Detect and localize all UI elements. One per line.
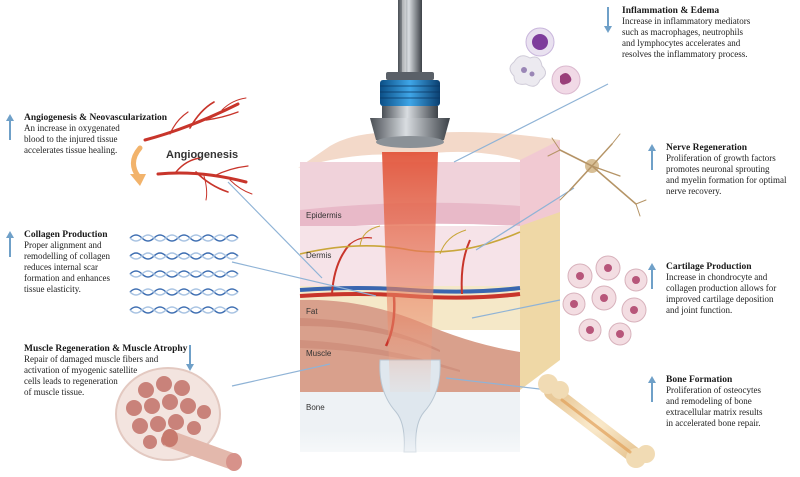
section-title-muscle: Muscle Regeneration & Muscle Atrophy (24, 344, 188, 354)
layer-label-muscle: Muscle (306, 349, 332, 358)
section-body-bone-line: and remodeling of bone (666, 396, 752, 406)
chondrocyte-illustration (562, 255, 648, 346)
section-body-angiogenesis-line: An increase in oxygenated (24, 123, 120, 133)
section-body-cartilage-line: Increase in chondrocyte and (666, 272, 768, 282)
section-body-collagen-line: remodelling of collagen (24, 251, 110, 261)
section-body-collagen-line: Proper alignment and (24, 240, 102, 250)
section-body-bone-line: extracellular matrix results (666, 407, 763, 417)
up-arrow-icon (6, 231, 14, 257)
laser-probe (370, 0, 450, 148)
layer-label-bone: Bone (306, 403, 325, 412)
section-body-nerve-line: and myelin formation for optimal (666, 175, 787, 185)
tissue-block: Epidermis Dermis Fat Muscle Bone (298, 132, 560, 477)
muscle-bundle-illustration (115, 367, 242, 471)
section-body-muscle-line: of muscle tissue. (24, 387, 84, 397)
down-arrow-icon (186, 345, 194, 371)
section-body-cartilage-line: collagen production allows for (666, 283, 776, 293)
section-body-angiogenesis-line: accelerates tissue healing. (24, 145, 117, 155)
section-body-inflammation-line: and lymphocytes accelerates and (622, 38, 741, 48)
section-body-cartilage-line: and joint function. (666, 305, 732, 315)
probe-blue-ring (380, 80, 440, 106)
section-body-muscle-line: cells leads to regeneration (24, 376, 118, 386)
section-body-cartilage-line: improved cartilage deposition (666, 294, 774, 304)
curved-arrow-icon (131, 145, 143, 179)
angiogenesis-illustration (143, 97, 253, 201)
layer-label-fat: Fat (306, 307, 318, 316)
curved-arrow-head (130, 174, 146, 186)
bone-illustration (538, 374, 655, 468)
section-body-muscle-line: activation of myogenic satellite (24, 365, 137, 375)
section-title-angiogenesis: Angiogenesis & Neovascularization (24, 113, 168, 123)
section-body-nerve-line: promotes neuronal sprouting (666, 164, 770, 174)
section-body-nerve-line: Proliferation of growth factors (666, 153, 776, 163)
angiogenesis-label: Angiogenesis (166, 149, 238, 161)
section-body-nerve-line: nerve recovery. (666, 186, 721, 196)
section-body-collagen-line: reduces internal scar (24, 262, 98, 272)
section-body-muscle-line: Repair of damaged muscle fibers and (24, 354, 159, 364)
pointer-lines (227, 83, 609, 391)
section-body-collagen-line: formation and enhances (24, 273, 110, 283)
section-title-nerve: Nerve Regeneration (666, 143, 748, 153)
section-body-angiogenesis-line: blood to the injured tissue (24, 134, 118, 144)
section-body-bone-line: Proliferation of osteocytes (666, 385, 761, 395)
section-title-collagen: Collagen Production (24, 230, 108, 240)
section-body-inflammation-line: Increase in inflammatory mediators (622, 16, 751, 26)
up-arrow-icon (6, 114, 14, 140)
section-title-cartilage: Cartilage Production (666, 262, 752, 272)
up-arrow-icon (648, 144, 656, 170)
section-body-bone-line: in accelerated bone repair. (666, 418, 760, 428)
down-arrow-icon (604, 7, 612, 33)
up-arrow-icon (648, 263, 656, 289)
neuron-illustration (547, 133, 647, 217)
collagen-illustration (129, 234, 239, 314)
section-body-inflammation-line: such as macrophages, neutrophils (622, 27, 743, 37)
up-arrow-icon (648, 376, 656, 402)
laser-beam (382, 152, 438, 392)
section-body-inflammation-line: resolves the inflammatory process. (622, 49, 747, 59)
section-body-collagen-line: tissue elasticity. (24, 284, 81, 294)
layer-label-epidermis: Epidermis (306, 211, 342, 220)
immune-cells-illustration (509, 27, 581, 95)
layer-label-dermis: Dermis (306, 251, 331, 260)
section-title-inflammation: Inflammation & Edema (622, 6, 719, 16)
section-title-bone: Bone Formation (666, 375, 733, 385)
